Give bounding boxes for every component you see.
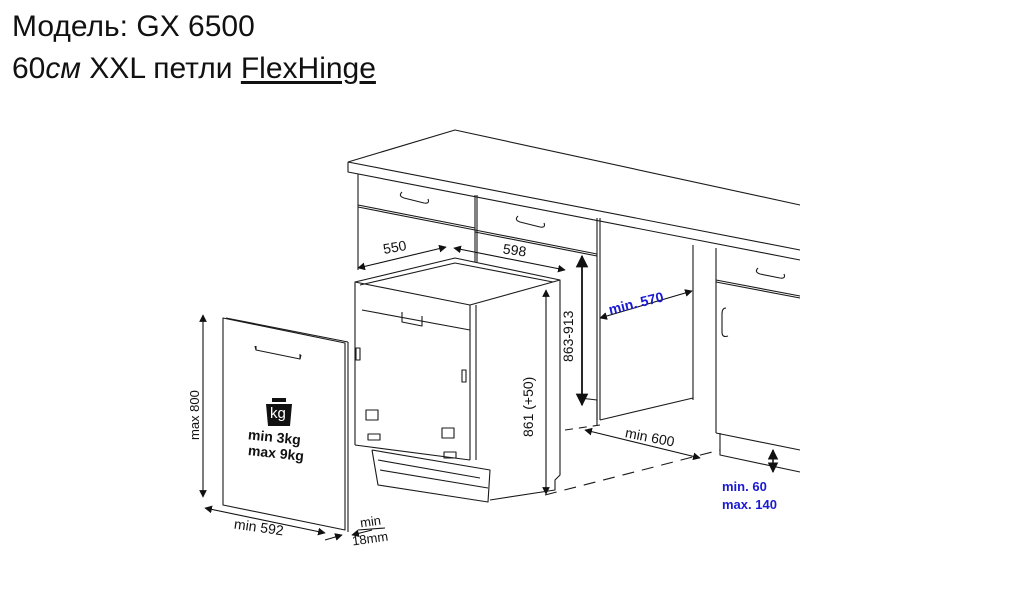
model-subtitle: 60см XXL петли FlexHinge — [12, 54, 376, 84]
hinge-label: петли — [153, 52, 233, 85]
width-unit: см — [45, 52, 81, 85]
width-value: 60 — [12, 52, 46, 85]
model-value: GX 6500 — [136, 10, 255, 43]
plinth-min-label: min. 60 — [722, 479, 767, 494]
flexhinge-link[interactable]: FlexHinge — [240, 52, 376, 85]
door-panel — [222, 317, 349, 532]
kg-weight-icon — [266, 398, 292, 426]
door-height-label: max 800 — [187, 390, 202, 440]
model-title: Модель: GX 6500 — [12, 12, 255, 42]
model-label: Модель: — [12, 10, 129, 43]
depth-label: 550 — [381, 237, 408, 257]
plinth-max-label: max. 140 — [722, 497, 777, 512]
width-label: 598 — [502, 240, 528, 260]
upper-cabinet-left — [357, 174, 601, 420]
niche-height-label: 863-913 — [560, 310, 576, 362]
cabinet-right — [715, 248, 801, 473]
appliance-height-label: 861 (+50) — [520, 376, 536, 437]
size-class: XXL — [89, 52, 145, 85]
door-thickness-min-label: min — [359, 512, 382, 531]
countertop — [347, 129, 801, 261]
kg-icon-text: kg — [270, 405, 286, 422]
